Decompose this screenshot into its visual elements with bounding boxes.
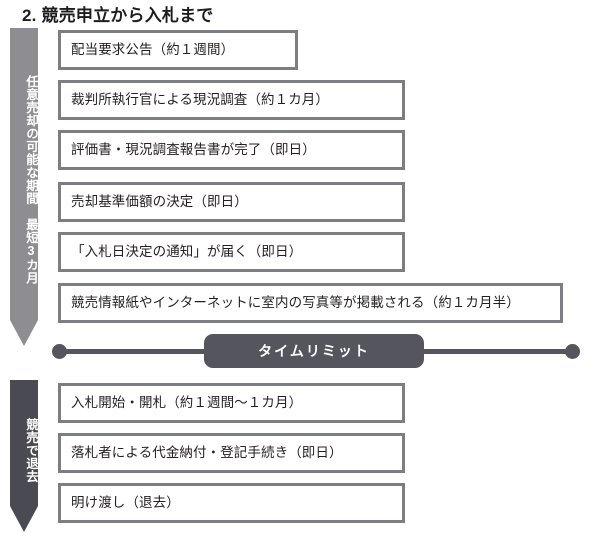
step-box: 落札者による代金納付・登記手続き（即日） bbox=[58, 433, 405, 473]
step-text: 裁判所執行官による現況調査（約１カ月） bbox=[71, 92, 329, 107]
phase-arrow-voluntary-sale-period: 任意売却の可能な期間 最短3カ月 bbox=[10, 28, 38, 346]
step-text: 競売情報紙やインターネットに室内の写真等が掲載される（約１カ月半） bbox=[71, 295, 520, 310]
step-text: 売却基準価額の決定（即日） bbox=[71, 194, 248, 209]
step-text: 落札者による代金納付・登記手続き（即日） bbox=[71, 445, 343, 460]
step-box: 入札開始・開札（約１週間〜１カ月） bbox=[58, 383, 405, 423]
time-limit-badge: タイムリミット bbox=[204, 334, 424, 368]
step-box: 競売情報紙やインターネットに室内の写真等が掲載される（約１カ月半） bbox=[58, 283, 563, 323]
step-box: 配当要求公告（約１週間） bbox=[58, 30, 298, 70]
step-text: 明け渡し（退去） bbox=[71, 495, 180, 510]
page-title: 2. 競売申立から入札まで bbox=[22, 6, 214, 25]
phase-arrow-auction-eviction: 競売で退去 bbox=[10, 380, 38, 532]
time-limit-timeline: タイムリミット bbox=[52, 334, 580, 370]
step-text: 評価書・現況調査報告書が完了（即日） bbox=[71, 142, 316, 157]
timeline-dot-right-icon bbox=[565, 344, 580, 359]
step-text: 入札開始・開札（約１週間〜１カ月） bbox=[71, 395, 303, 410]
step-box: 裁判所執行官による現況調査（約１カ月） bbox=[58, 80, 405, 120]
phase-label-voluntary-sale-period: 任意売却の可能な期間 最短3カ月 bbox=[24, 75, 38, 285]
step-text: 配当要求公告（約１週間） bbox=[71, 42, 235, 57]
step-box: 明け渡し（退去） bbox=[58, 483, 405, 523]
step-text: 「入札日決定の通知」が届く（即日） bbox=[71, 244, 303, 259]
step-box: 「入札日決定の通知」が届く（即日） bbox=[58, 232, 405, 272]
phase-arrow-body bbox=[10, 380, 38, 506]
time-limit-label: タイムリミット bbox=[258, 343, 370, 359]
phase-arrow-head-icon bbox=[10, 320, 38, 346]
phase-label-auction-eviction: 競売で退去 bbox=[24, 417, 38, 483]
timeline-dot-left-icon bbox=[52, 344, 67, 359]
phase-arrow-head-icon bbox=[10, 506, 38, 532]
step-box: 評価書・現況調査報告書が完了（即日） bbox=[58, 130, 405, 170]
step-box: 売却基準価額の決定（即日） bbox=[58, 182, 405, 222]
phase-arrow-body bbox=[10, 28, 38, 320]
